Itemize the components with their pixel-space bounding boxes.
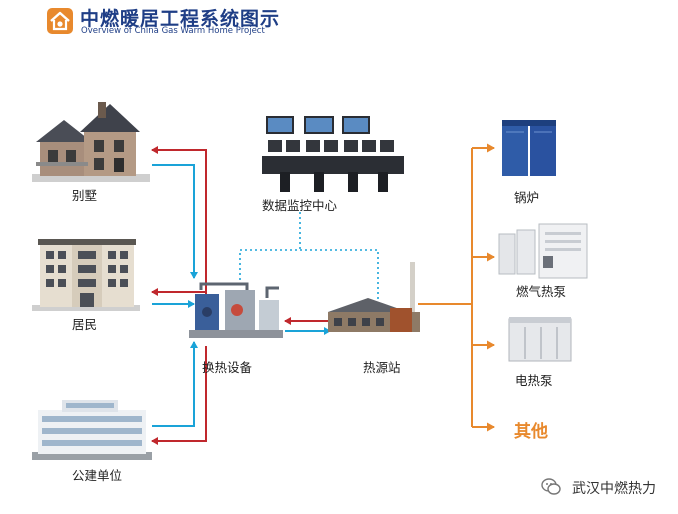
boiler-label: 锅炉 <box>514 190 540 205</box>
watermark-text: 武汉中燃热力 <box>572 481 656 497</box>
source-branches <box>418 143 495 432</box>
heat-exchanger-label: 换热设备 <box>202 360 253 375</box>
data-links <box>239 212 379 302</box>
residents-image <box>32 237 140 315</box>
monitoring-center-label: 数据监控中心 <box>262 198 338 213</box>
gas-heat-pump-label: 燃气热泵 <box>516 284 567 299</box>
villa-label: 别墅 <box>72 188 98 203</box>
heat-source-station-label: 热源站 <box>363 360 401 375</box>
heat-source-station-image <box>328 260 420 344</box>
supply-lines <box>151 146 207 445</box>
page-subtitle: Overview of China Gas Warm Home Project <box>81 26 265 36</box>
electric-heat-pump-label: 电热泵 <box>515 373 553 388</box>
electric-heat-pump-image <box>507 315 573 367</box>
boiler-image <box>500 118 558 182</box>
residents-label: 居民 <box>72 317 98 332</box>
return-lines <box>152 164 198 427</box>
house-logo-icon <box>47 8 73 34</box>
page-title: 中燃暖居工程系统图示 <box>80 8 281 30</box>
monitoring-center-image <box>258 112 408 202</box>
gas-heat-pump-image <box>497 222 593 284</box>
other-source-label: 其他 <box>514 422 548 442</box>
public-building-label: 公建单位 <box>72 468 123 483</box>
villa-image <box>32 100 150 186</box>
wechat-icon <box>540 476 562 498</box>
heat-exchanger-image <box>187 280 285 344</box>
public-building-image <box>32 396 152 464</box>
